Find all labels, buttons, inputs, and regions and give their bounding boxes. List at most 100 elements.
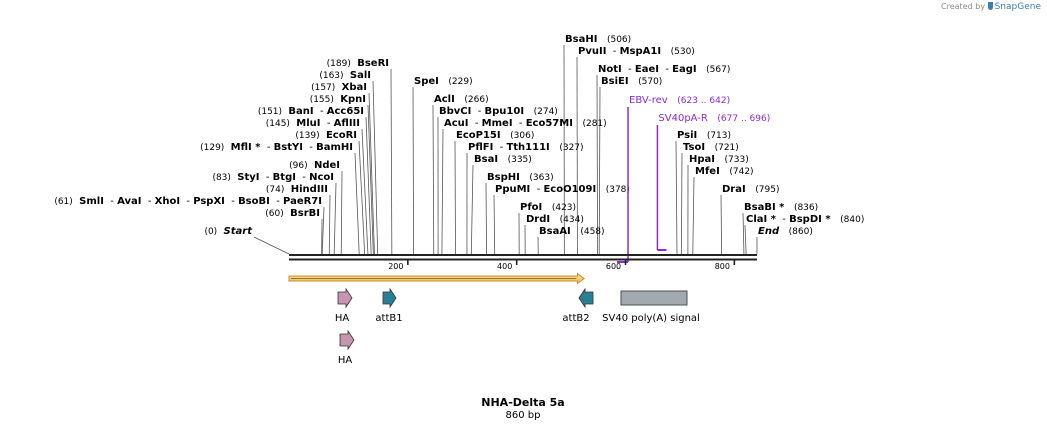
site-separator: - [225, 196, 238, 207]
site-enzyme-name: BsaHI [565, 34, 597, 45]
site-label: BsaHI (506) [565, 34, 631, 45]
site-separator: - [270, 196, 283, 207]
site-leader-line [441, 128, 444, 255]
site-enzyme-name: SalI [350, 70, 371, 81]
site-gap [831, 214, 841, 225]
site-enzyme-name: AflIII [334, 118, 360, 129]
feature-label: HA [335, 313, 350, 324]
site-label: EcoP15I (306) [456, 130, 534, 141]
ruler-label: 800 [715, 262, 730, 271]
brand-name: SnapGene [994, 2, 1041, 12]
primer-gap [708, 113, 718, 124]
site-enzyme-name: SpeI [414, 76, 439, 87]
site-leader-line [720, 194, 723, 255]
site-enzyme-name: PsiI [677, 130, 697, 141]
feature-arrow-left [578, 287, 594, 309]
primer-gap [668, 95, 678, 106]
site-label: (157) XbaI [311, 82, 367, 93]
site-leader-line [253, 236, 290, 255]
site-leader-line [744, 224, 747, 255]
site-label: NotI - EaeI - EagI (567) [598, 64, 730, 75]
site-separator: - [659, 64, 672, 75]
site-position: (840) [840, 215, 864, 225]
site-enzyme-name: MmeI [482, 118, 513, 129]
site-position: (570) [638, 77, 662, 87]
site-leader-line [485, 182, 487, 255]
site-position: (83) [212, 173, 230, 183]
site-position: (189) [327, 59, 351, 69]
site-enzyme-name: BstYI [274, 142, 303, 153]
feature-label: SV40 poly(A) signal [602, 313, 700, 324]
site-gap [571, 226, 581, 237]
site-separator: - [104, 196, 117, 207]
site-enzyme-name: MspA1I [620, 46, 661, 57]
site-separator: - [260, 172, 273, 183]
site-leader-line [412, 86, 415, 255]
site-position: (157) [311, 83, 335, 93]
site-separator: - [180, 196, 193, 207]
site-gap [661, 46, 671, 57]
feature-arrow-right [337, 287, 353, 309]
site-leader-line [372, 80, 379, 255]
site-enzyme-name: BsaBI * [744, 202, 785, 213]
site-enzyme-name: StyI [237, 172, 259, 183]
site-separator: - [622, 64, 635, 75]
feature-box [620, 290, 688, 306]
site-label: (96) NdeI [289, 160, 340, 171]
site-enzyme-name: MluI [296, 118, 320, 129]
site-gap [596, 184, 606, 195]
site-position: (96) [289, 161, 307, 171]
ruler-label: 200 [388, 262, 403, 271]
site-enzyme-name: PaeR7I [283, 196, 322, 207]
site-gap [715, 154, 725, 165]
site-leader-line [365, 116, 372, 255]
site-gap [573, 118, 583, 129]
site-position: (61) [54, 197, 72, 207]
site-position: (229) [448, 77, 472, 87]
site-enzyme-name: BseRI [357, 58, 389, 69]
site-position: (423) [552, 203, 576, 213]
site-position: (327) [559, 143, 583, 153]
site-separator: - [314, 106, 327, 117]
site-label: (129) MflI * - BstYI - BamHI [200, 142, 353, 153]
site-position: (266) [464, 95, 488, 105]
site-separator: - [513, 118, 526, 129]
site-leader-line [321, 206, 325, 255]
site-leader-line [358, 140, 366, 255]
site-label: PpuMI - EcoO109I (378) [495, 184, 630, 195]
site-enzyme-name: HpaI [689, 154, 715, 165]
site-gap [779, 226, 789, 237]
site-label: DrdI (434) [526, 214, 584, 225]
site-enzyme-name: Eco57MI [526, 118, 573, 129]
site-position: (836) [794, 203, 818, 213]
site-separator: - [303, 142, 316, 153]
site-position: (363) [529, 173, 553, 183]
site-enzyme-name: EcoRI [326, 130, 357, 141]
site-position: (567) [706, 65, 730, 75]
site-enzyme-name: Tth111I [506, 142, 549, 153]
site-label: PsiI (713) [677, 130, 731, 141]
site-separator: - [296, 172, 309, 183]
site-leader-line [367, 104, 374, 255]
site-separator: - [606, 46, 619, 57]
site-gap [746, 184, 756, 195]
site-label: AcuI - MmeI - Eco57MI (281) [444, 118, 607, 129]
site-position: (0) [204, 227, 217, 237]
site-enzyme-name: PspXI [193, 196, 225, 207]
site-leader-line [675, 140, 678, 255]
site-enzyme-name: BsiEI [601, 76, 629, 87]
primer-label: EBV-rev (623 .. 642) [629, 95, 730, 106]
site-label: (151) BanI - Acc65I [258, 106, 364, 117]
site-position: (274) [534, 107, 558, 117]
site-label: End (860) [758, 226, 813, 237]
site-position: (506) [607, 35, 631, 45]
site-leader-line [390, 68, 393, 255]
site-leader-line [680, 152, 683, 255]
site-label: ClaI * - BspDI * (840) [746, 214, 864, 225]
site-enzyme-name: BspDI * [789, 214, 831, 225]
site-enzyme-name: EaeI [635, 64, 659, 75]
site-label: PflFI - Tth111I (327) [468, 142, 584, 153]
site-label: (139) EcoRI [295, 130, 357, 141]
site-label: BbvCI - Bpu10I (274) [439, 106, 558, 117]
